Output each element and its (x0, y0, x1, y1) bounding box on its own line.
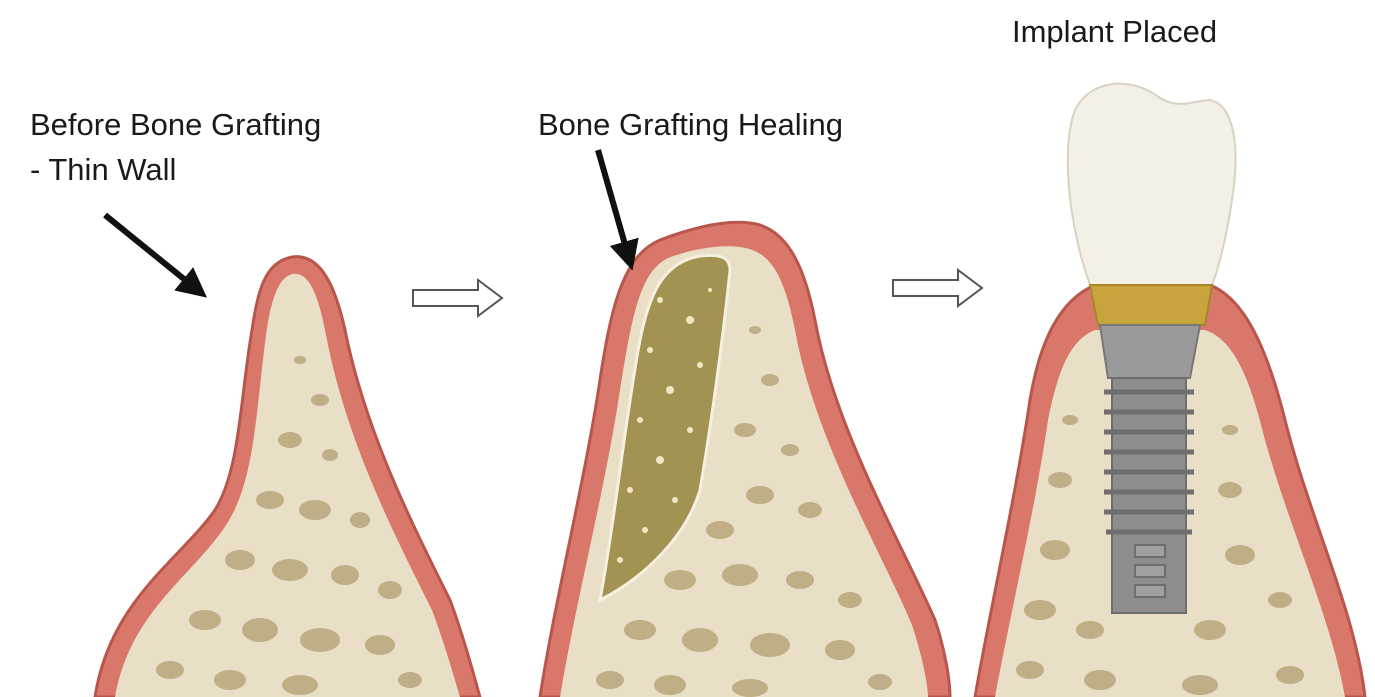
implant-apex-slots (1135, 545, 1165, 597)
abutment-collar (1090, 285, 1212, 325)
implant-neck (1100, 325, 1200, 378)
bone-before (115, 274, 460, 697)
transition-arrow-2 (893, 270, 982, 306)
transition-arrow-1 (413, 280, 502, 316)
pointer-arrow-healing (598, 150, 630, 262)
ridge-before-grafting (95, 257, 480, 697)
pointer-arrow-before (105, 215, 200, 292)
ridge-implant-placed (975, 84, 1365, 697)
tooth-crown (1068, 84, 1236, 285)
ridge-graft-healing (540, 222, 950, 697)
